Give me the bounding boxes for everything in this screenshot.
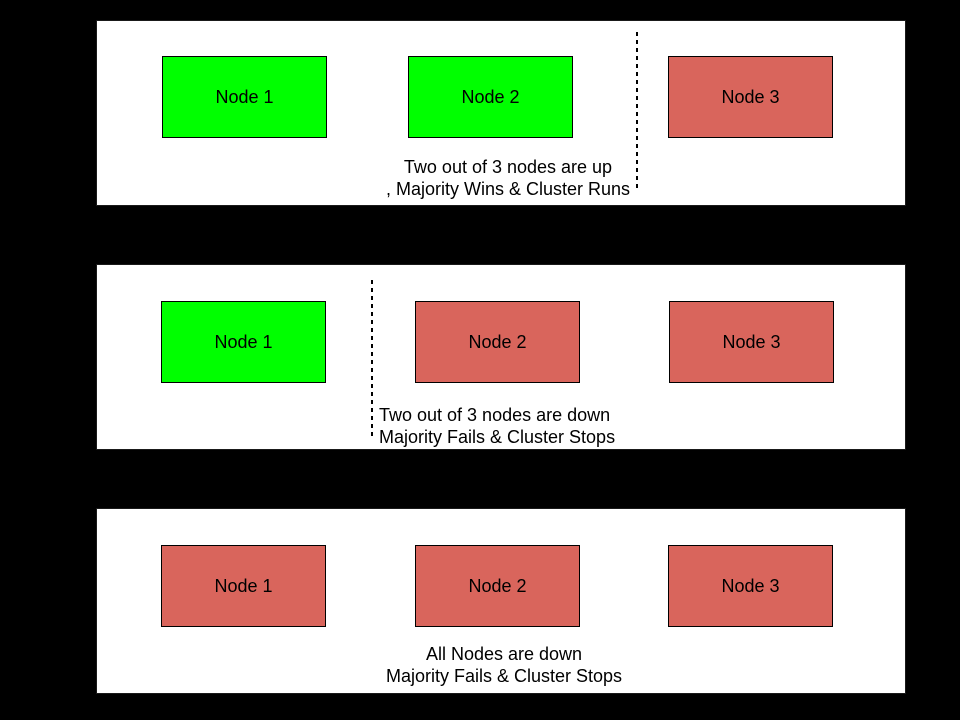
scenario-panel-two-down: Node 1 Node 2 Node 3 Two out of 3 nodes … (96, 264, 906, 450)
node-2-label: Node 2 (461, 86, 520, 107)
node-3-box: Node 3 (668, 545, 833, 627)
node-3-label: Node 3 (722, 331, 781, 352)
node-1-label: Node 1 (215, 86, 274, 107)
node-2-box: Node 2 (408, 56, 573, 138)
scenario-caption: Two out of 3 nodes are up , Majority Win… (348, 156, 668, 200)
caption-line-2: Majority Fails & Cluster Stops (385, 666, 623, 686)
scenario-caption: Two out of 3 nodes are down Majority Fai… (379, 404, 615, 448)
node-1-box: Node 1 (161, 545, 326, 627)
caption-line-2: Majority Fails & Cluster Stops (379, 427, 616, 447)
node-3-box: Node 3 (668, 56, 833, 138)
node-3-label: Node 3 (721, 575, 780, 596)
node-2-box: Node 2 (415, 301, 580, 383)
partition-divider-dashed-line (371, 280, 373, 436)
node-3-box: Node 3 (669, 301, 834, 383)
partition-divider-dashed-line (636, 32, 638, 188)
node-1-box: Node 1 (162, 56, 327, 138)
caption-line-1: Two out of 3 nodes are up (403, 157, 613, 177)
node-3-label: Node 3 (721, 86, 780, 107)
caption-line-1: All Nodes are down (425, 644, 583, 664)
scenario-caption: All Nodes are down Majority Fails & Clus… (344, 643, 664, 687)
caption-line-2: , Majority Wins & Cluster Runs (385, 179, 631, 199)
node-2-label: Node 2 (468, 575, 527, 596)
node-1-label: Node 1 (214, 331, 273, 352)
node-1-label: Node 1 (214, 575, 273, 596)
scenario-panel-two-up: Node 1 Node 2 Node 3 Two out of 3 nodes … (96, 20, 906, 206)
scenario-panel-all-down: Node 1 Node 2 Node 3 All Nodes are down … (96, 508, 906, 694)
node-1-box: Node 1 (161, 301, 326, 383)
node-2-label: Node 2 (468, 331, 527, 352)
caption-line-1: Two out of 3 nodes are down (379, 405, 611, 425)
node-2-box: Node 2 (415, 545, 580, 627)
